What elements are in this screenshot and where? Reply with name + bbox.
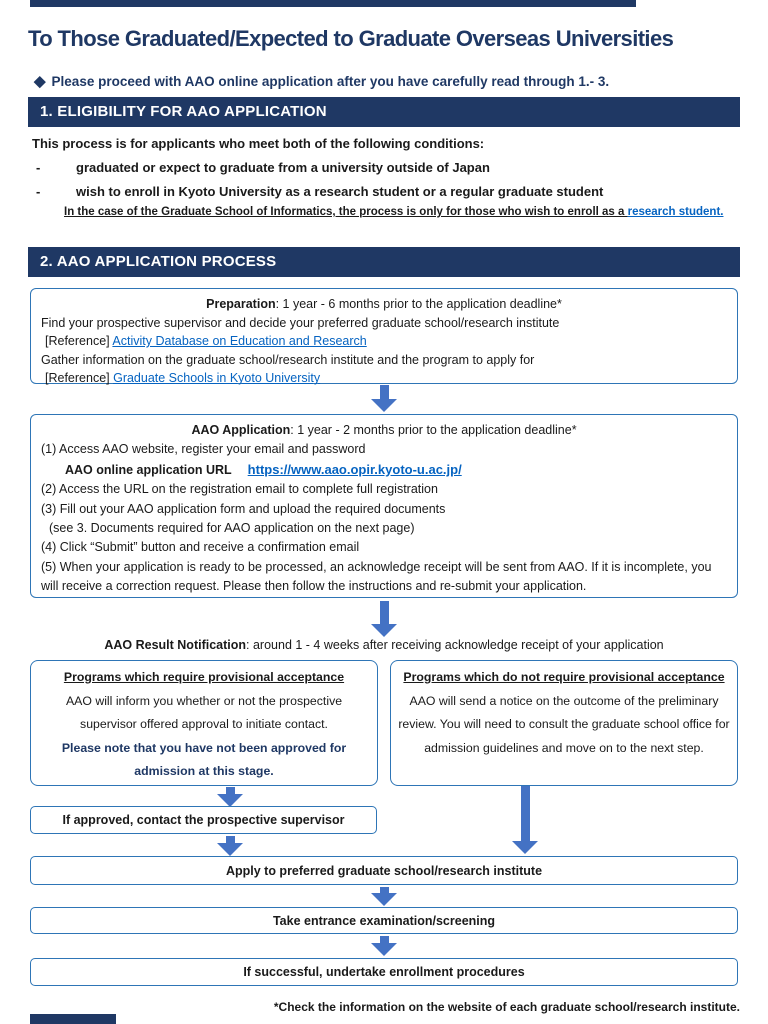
down-arrow-icon <box>512 786 538 854</box>
arrow-stem <box>379 936 389 943</box>
arrow-head <box>217 843 243 856</box>
intro-note-text: Please proceed with AAO online applicati… <box>51 74 610 89</box>
result-notification-label: AAO Result Notification <box>104 638 247 652</box>
list-dash: - <box>36 160 41 175</box>
preparation-box-title: Preparation: 1 year - 6 months prior to … <box>41 295 727 314</box>
no-provisional-acceptance-box: Programs which do not require provisiona… <box>390 660 738 786</box>
application-step: (2) Access the URL on the registration e… <box>41 482 438 497</box>
branch-heading: Programs which do not require provisiona… <box>403 670 725 684</box>
arrow-head <box>371 399 397 412</box>
section1-intro: This process is for applicants who meet … <box>32 136 485 151</box>
branch-note: Please note that you have not been appro… <box>61 740 347 779</box>
informatics-note: In the case of the Graduate School of In… <box>64 206 723 218</box>
aao-application-box-title: AAO Application: 1 year - 2 months prior… <box>41 421 727 440</box>
top-page-divider-bar <box>30 0 636 7</box>
application-url-line: AAO online application URL https://www.aa… <box>65 460 727 480</box>
branch-body: AAO will send a notice on the outcome of… <box>398 693 730 755</box>
application-step: (5) When your application is ready to be… <box>41 559 712 594</box>
branch-body: AAO will inform you whether or not the p… <box>65 693 343 732</box>
down-arrow-icon <box>371 601 397 637</box>
arrow-stem <box>225 836 235 843</box>
reference-line: [Reference] Activity Database on Educati… <box>45 332 727 351</box>
down-arrow-icon <box>371 887 397 906</box>
activity-database-link[interactable]: Activity Database on Education and Resea… <box>112 334 367 349</box>
result-notification-line: AAO Result Notification: around 1 - 4 we… <box>28 638 740 652</box>
application-url-label: AAO online application URL <box>65 462 232 477</box>
aao-application-url-link[interactable]: https://www.aao.opir.kyoto-u.ac.jp/ <box>247 461 462 477</box>
provisional-acceptance-box: Programs which require provisional accep… <box>30 660 378 786</box>
branch-heading: Programs which require provisional accep… <box>63 670 345 684</box>
reference-label: [Reference] <box>45 334 113 349</box>
arrow-head <box>371 624 397 637</box>
arrow-head <box>512 841 538 854</box>
research-student-link[interactable]: research student. <box>627 206 724 218</box>
application-step: (1) Access AAO website, register your em… <box>41 442 366 457</box>
contact-supervisor-box: If approved, contact the prospective sup… <box>30 806 377 834</box>
aao-application-label: AAO Application <box>191 423 291 437</box>
preparation-line: Find your prospective supervisor and dec… <box>41 315 560 330</box>
section1-heading-bar: 1. ELIGIBILITY FOR AAO APPLICATION <box>28 97 740 127</box>
enrollment-procedures-box: If successful, undertake enrollment proc… <box>30 958 738 986</box>
down-arrow-icon <box>217 787 243 807</box>
aao-application-timing: : 1 year - 2 months prior to the applica… <box>290 423 577 437</box>
result-notification-timing: : around 1 - 4 weeks after receiving ack… <box>246 638 664 652</box>
down-arrow-icon <box>371 385 397 412</box>
reference-line: [Reference] Graduate Schools in Kyoto Un… <box>45 369 727 388</box>
application-step: (4) Click “Submit” button and receive a … <box>41 540 360 555</box>
graduate-schools-link[interactable]: Graduate Schools in Kyoto University <box>113 371 321 386</box>
application-step-note: (see 3. Documents required for AAO appli… <box>49 521 415 536</box>
condition-item: - wish to enroll in Kyoto University as … <box>36 184 736 199</box>
arrow-stem <box>520 786 530 841</box>
page-title: To Those Graduated/Expected to Graduate … <box>28 26 674 51</box>
preparation-timing: : 1 year - 6 months prior to the applica… <box>275 297 562 311</box>
arrow-head <box>371 943 397 956</box>
condition-item: - graduated or expect to graduate from a… <box>36 160 736 175</box>
arrow-stem <box>379 601 389 624</box>
intro-note: ◆ Please proceed with AAO online applicat… <box>34 72 734 90</box>
arrow-stem <box>379 385 389 399</box>
preparation-label: Preparation <box>206 297 276 311</box>
aao-application-box: AAO Application: 1 year - 2 months prior… <box>30 414 738 598</box>
arrow-head <box>217 794 243 807</box>
informatics-note-text: In the case of the Graduate School of In… <box>64 206 628 218</box>
preparation-box: Preparation: 1 year - 6 months prior to … <box>30 288 738 385</box>
down-arrow-icon <box>217 836 243 856</box>
arrow-stem <box>379 887 389 893</box>
condition-text: graduated or expect to graduate from a u… <box>76 160 490 175</box>
arrow-stem <box>225 787 235 794</box>
reference-label: [Reference] <box>45 371 114 386</box>
preparation-line: Gather information on the graduate schoo… <box>41 352 535 367</box>
entrance-examination-box: Take entrance examination/screening <box>30 907 738 934</box>
list-dash: - <box>36 184 41 199</box>
diamond-bullet-icon: ◆ <box>34 73 46 90</box>
apply-graduate-school-box: Apply to preferred graduate school/resea… <box>30 856 738 885</box>
section2-heading-bar: 2. AAO APPLICATION PROCESS <box>28 247 740 277</box>
arrow-head <box>371 893 397 906</box>
footnote: *Check the information on the website of… <box>273 1000 740 1014</box>
application-step: (3) Fill out your AAO application form a… <box>41 501 446 516</box>
down-arrow-icon <box>371 936 397 956</box>
next-page-header-fragment <box>30 1014 116 1024</box>
condition-text: wish to enroll in Kyoto University as a … <box>76 184 604 199</box>
